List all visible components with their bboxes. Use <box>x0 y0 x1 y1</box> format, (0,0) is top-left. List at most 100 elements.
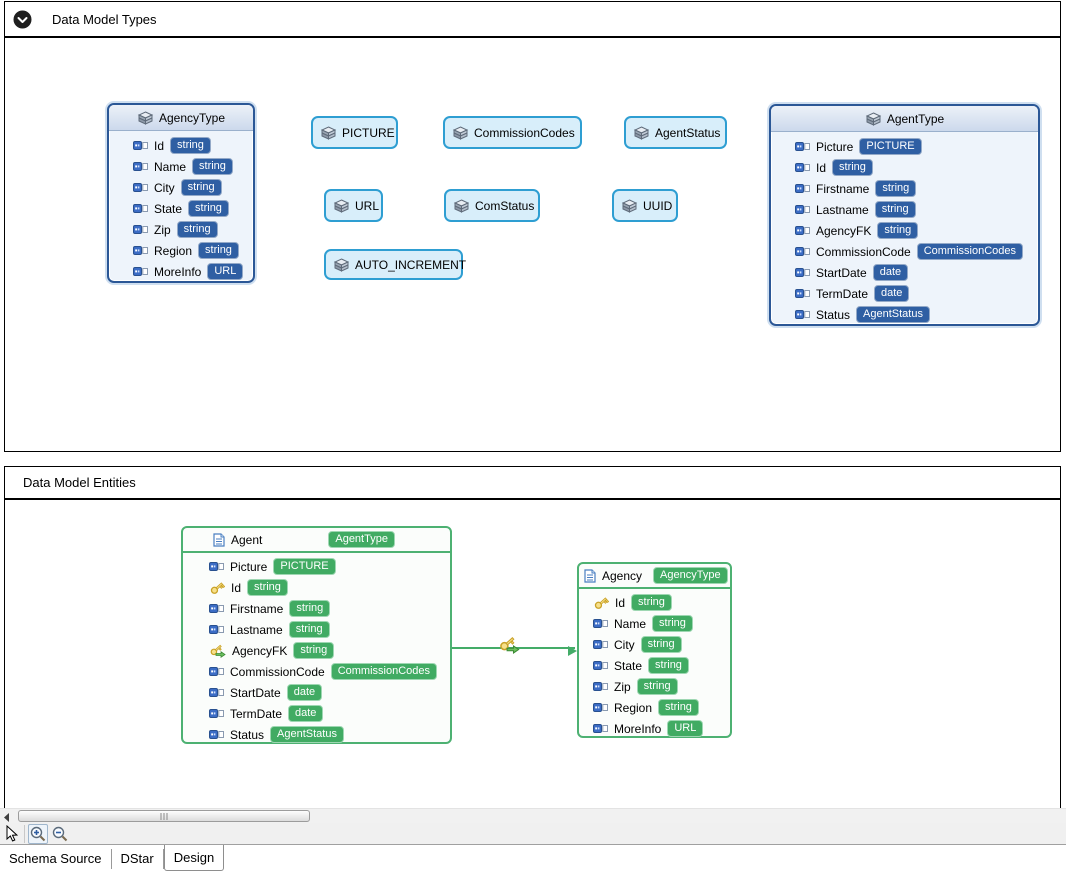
simple-type-ComStatus[interactable]: ComStatus <box>444 189 540 222</box>
simple-type-PICTURE[interactable]: PICTURE <box>311 116 398 149</box>
field-name: MoreInfo <box>614 721 662 736</box>
foreign-key-icon <box>209 644 226 658</box>
simple-type-URL[interactable]: URL <box>324 189 383 222</box>
key-icon <box>593 596 609 610</box>
scrollbar-thumb[interactable] <box>18 810 310 822</box>
field-name: Firstname <box>816 181 870 196</box>
field-type-badge: date <box>286 684 323 701</box>
tab-label: Design <box>173 850 215 865</box>
horizontal-scrollbar[interactable] <box>0 808 1066 823</box>
scroll-left-arrow-icon[interactable] <box>2 812 12 822</box>
type-cube-icon <box>333 198 350 213</box>
simple-type-AUTO_INCREMENT[interactable]: AUTO_INCREMENT <box>324 249 466 280</box>
field-type-badge: AgentStatus <box>856 306 930 323</box>
field-type-badge: string <box>640 636 682 653</box>
pointer-tool-button[interactable] <box>1 824 21 844</box>
type-cube-icon <box>320 125 337 140</box>
element-icon <box>209 730 224 739</box>
tab-design[interactable]: Design <box>163 845 225 871</box>
field-type-badge: string <box>658 699 699 716</box>
field-type-badge: string <box>180 179 222 196</box>
complex-type-header: AgentType <box>771 106 1038 132</box>
simple-type-AgentStatus[interactable]: AgentStatus <box>624 116 727 149</box>
type-field-row[interactable]: MoreInfo URL <box>109 261 253 282</box>
element-icon <box>133 267 148 276</box>
simple-type-name: URL <box>355 198 380 213</box>
collapse-section-icon[interactable] <box>13 10 32 29</box>
type-field-row[interactable]: Status AgentStatus <box>771 304 1038 325</box>
field-name: Id <box>231 580 242 595</box>
field-type-badge: URL <box>207 263 244 280</box>
field-name: Status <box>816 307 851 322</box>
entities-section: Data Model Entities <box>4 466 1061 808</box>
field-name: MoreInfo <box>154 264 202 279</box>
field-type-badge: string <box>192 158 233 175</box>
type-cube-icon <box>333 257 350 272</box>
element-icon <box>795 268 810 277</box>
simple-type-name: ComStatus <box>475 198 535 213</box>
field-type-badge: date <box>288 705 324 722</box>
field-type-badge: date <box>872 264 909 281</box>
tab-dstar[interactable]: DStar <box>112 846 163 871</box>
element-icon <box>795 289 810 298</box>
field-name: Zip <box>154 222 171 237</box>
zoom-out-tool-button[interactable] <box>50 824 70 844</box>
simple-type-UUID[interactable]: UUID <box>612 189 678 222</box>
types-section-title: Data Model Types <box>52 11 157 27</box>
element-icon <box>209 709 224 718</box>
element-icon <box>133 162 148 171</box>
type-cube-icon <box>865 111 882 126</box>
document-icon <box>584 568 596 583</box>
foreign-key-icon-edge <box>498 636 520 659</box>
field-name: State <box>614 658 643 673</box>
element-icon <box>209 562 224 571</box>
simple-type-CommissionCodes[interactable]: CommissionCodes <box>443 116 582 149</box>
field-type-badge: date <box>874 285 910 302</box>
simple-type-name: UUID <box>643 198 673 213</box>
field-name: AgencyFK <box>816 223 872 238</box>
zoom-in-tool-button[interactable] <box>28 823 48 844</box>
tab-schema-source[interactable]: Schema Source <box>0 846 111 871</box>
element-icon <box>593 724 608 733</box>
element-icon <box>795 142 810 151</box>
